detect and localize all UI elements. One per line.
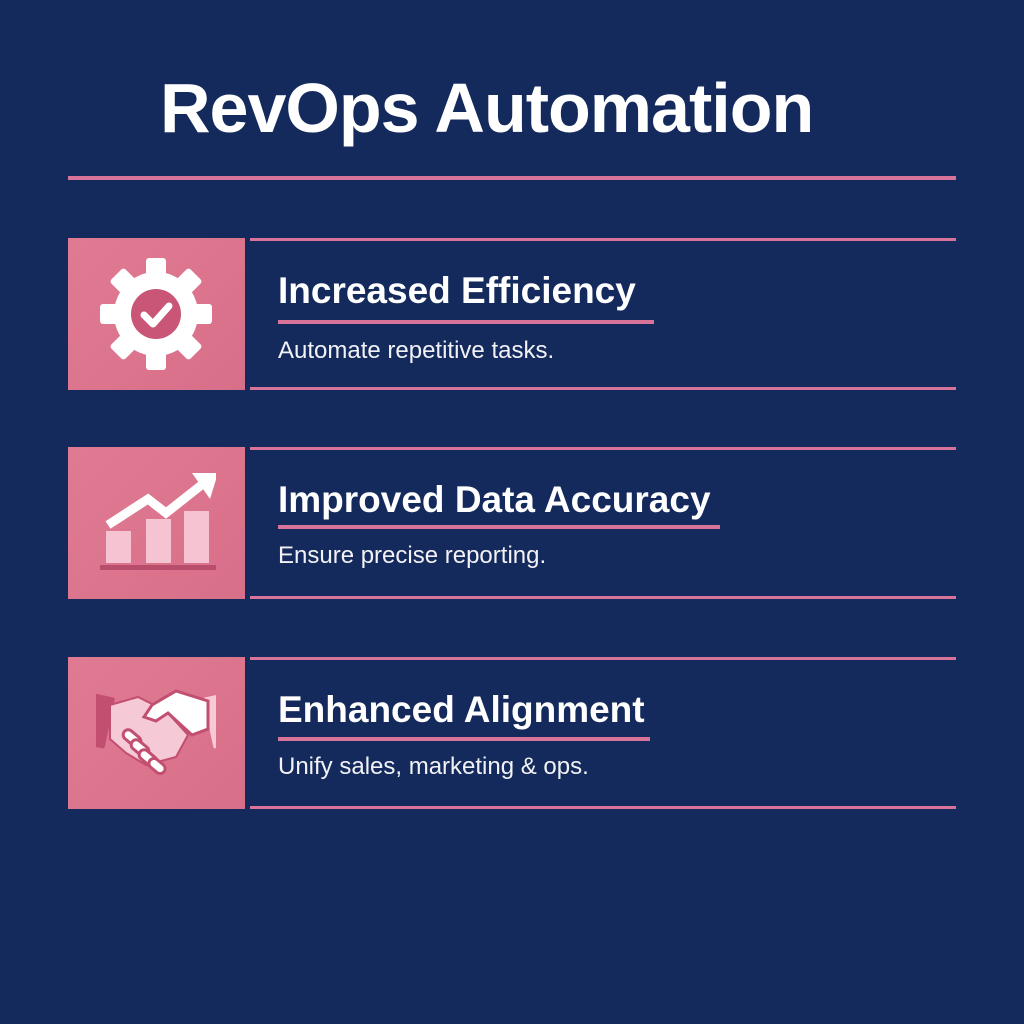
icon-box	[68, 447, 245, 599]
heading-underline	[278, 320, 654, 324]
title-divider	[68, 176, 956, 180]
feature-card-accuracy: Improved Data Accuracy Ensure precise re…	[68, 447, 956, 599]
icon-box	[68, 657, 245, 809]
page-title: RevOps Automation	[160, 69, 814, 147]
feature-heading: Enhanced Alignment	[278, 689, 645, 730]
handshake-icon	[96, 689, 216, 776]
icon-box	[68, 238, 245, 390]
feature-heading: Improved Data Accuracy	[278, 479, 711, 520]
feature-description: Ensure precise reporting.	[278, 542, 547, 569]
card-bottom-line	[250, 387, 956, 390]
card-top-line	[250, 238, 956, 241]
card-top-line	[250, 447, 956, 450]
growth-chart-icon	[100, 473, 216, 570]
feature-description: Unify sales, marketing & ops.	[278, 753, 589, 780]
card-bottom-line	[250, 596, 956, 599]
heading-underline	[278, 737, 650, 741]
feature-description: Automate repetitive tasks.	[278, 337, 555, 364]
feature-heading: Increased Efficiency	[278, 270, 636, 311]
feature-card-efficiency: Increased Efficiency Automate repetitive…	[68, 238, 956, 390]
card-top-line	[250, 657, 956, 660]
feature-card-alignment: Enhanced Alignment Unify sales, marketin…	[68, 657, 956, 809]
card-bottom-line	[250, 806, 956, 809]
gear-check-icon	[100, 258, 212, 370]
heading-underline	[278, 525, 720, 529]
